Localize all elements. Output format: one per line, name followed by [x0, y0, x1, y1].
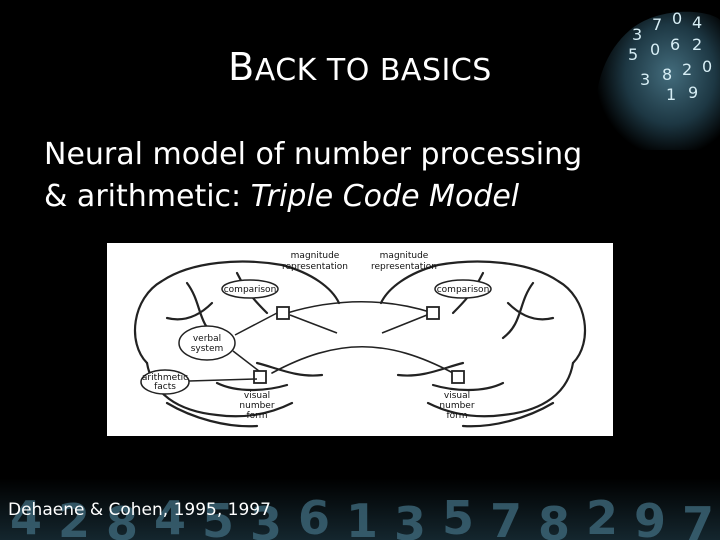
- band-digit: 8: [106, 497, 138, 540]
- left-visual-label-3: form: [247, 411, 268, 421]
- band-digit: 3: [394, 497, 426, 540]
- head-digit: 3: [640, 70, 650, 89]
- title-first-letter: B: [228, 45, 255, 89]
- citation: Dehaene & Cohen, 1995, 1997: [8, 500, 271, 520]
- arithmetic-label-2: facts: [154, 382, 176, 392]
- slide-body: Neural model of number processing & arit…: [44, 134, 644, 218]
- head-digit: 9: [688, 83, 698, 102]
- right-visual-label-1: visual: [444, 391, 470, 401]
- head-digit: 7: [652, 15, 662, 34]
- slide-title: BACK TO BASICS: [0, 45, 720, 89]
- head-digit: 2: [692, 35, 702, 54]
- arithmetic-label-1: arithmetic: [142, 373, 188, 383]
- body-line-2-prefix: & arithmetic:: [44, 179, 251, 214]
- band-digit: 7: [490, 494, 522, 540]
- verbal-label-2: system: [191, 344, 224, 354]
- brain-diagram: comparison magnitude representation verb…: [133, 251, 587, 428]
- right-visual-label-2: number: [439, 401, 474, 411]
- band-digit: 3: [250, 497, 282, 540]
- head-digit: 3: [632, 25, 642, 44]
- band-digit: 7: [682, 497, 714, 540]
- right-visual-label-3: form: [447, 411, 468, 421]
- right-comparison-label: comparison: [437, 285, 490, 295]
- band-digit: 1: [346, 494, 378, 540]
- left-magnitude-label-1: magnitude: [291, 251, 340, 261]
- verbal-label-1: verbal: [193, 334, 221, 344]
- left-visual-label-2: number: [239, 401, 274, 411]
- head-digit: 2: [682, 60, 692, 79]
- title-rest: ACK TO BASICS: [254, 53, 492, 88]
- left-comparison-label: comparison: [224, 285, 277, 295]
- band-digit: 2: [58, 494, 90, 540]
- left-magnitude-label-2: representation: [282, 262, 348, 272]
- head-digit: 0: [672, 9, 682, 28]
- head-digit: 0: [702, 57, 712, 76]
- band-digit: 8: [538, 497, 570, 540]
- band-digit: 5: [442, 491, 474, 540]
- band-digit: 2: [586, 491, 618, 540]
- triple-code-brain-figure: comparison magnitude representation verb…: [107, 243, 613, 436]
- head-digit: 4: [692, 13, 702, 32]
- head-digit: 5: [628, 45, 638, 64]
- right-magnitude-label-1: magnitude: [380, 251, 429, 261]
- band-digit: 6: [298, 491, 330, 540]
- head-digit: 0: [650, 40, 660, 59]
- band-digit: 5: [202, 494, 234, 540]
- right-magnitude-label-2: representation: [371, 262, 437, 272]
- body-line-1: Neural model of number processing: [44, 137, 583, 172]
- head-digit: 1: [666, 85, 676, 104]
- band-digit: 9: [634, 494, 666, 540]
- head-digit: 6: [670, 35, 680, 54]
- band-digit: 4: [10, 491, 42, 540]
- head-digit: 8: [662, 65, 672, 84]
- body-line-2: & arithmetic: Triple Code Model: [44, 176, 644, 218]
- band-digit: 4: [154, 491, 186, 540]
- model-name: Triple Code Model: [250, 179, 520, 214]
- left-visual-label-1: visual: [244, 391, 270, 401]
